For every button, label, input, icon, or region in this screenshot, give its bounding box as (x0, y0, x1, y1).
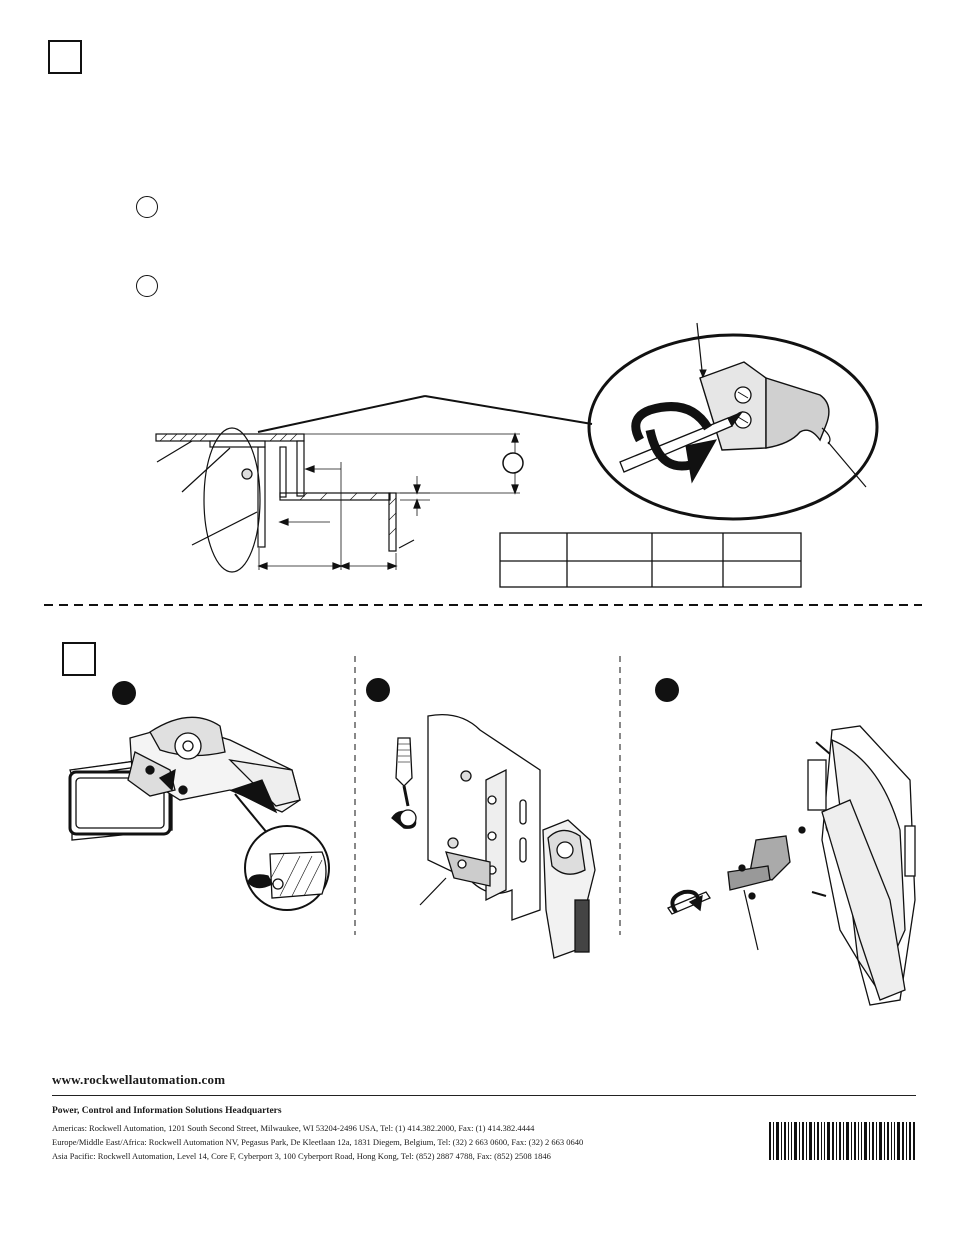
step-1-box (48, 40, 82, 74)
footer-rule (52, 1095, 916, 1096)
step-2c-marker (655, 678, 679, 702)
barcode (769, 1122, 915, 1160)
step-2b-marker (366, 678, 390, 702)
step-2-box (62, 642, 96, 676)
website-url[interactable]: www.rockwellautomation.com (52, 1072, 226, 1087)
address-emea: Europe/Middle East/Africa: Rockwell Auto… (52, 1137, 584, 1147)
dimension-callout-circle (502, 452, 524, 474)
address-asia-pacific: Asia Pacific: Rockwell Automation, Level… (52, 1151, 551, 1161)
substep-a-circle (136, 196, 158, 218)
step-2b-illustration (391, 713, 596, 959)
enclosure-cross-section (155, 395, 593, 573)
step-2c-illustration (667, 725, 916, 1006)
dimension-table (499, 532, 802, 588)
step-2a-marker (112, 681, 136, 705)
step-2a-illustration (68, 716, 330, 911)
substep-b-circle (136, 275, 158, 297)
address-americas: Americas: Rockwell Automation, 1201 Sout… (52, 1123, 535, 1133)
headquarters-title: Power, Control and Information Solutions… (52, 1106, 282, 1116)
bracket-zoom-detail (587, 322, 879, 521)
